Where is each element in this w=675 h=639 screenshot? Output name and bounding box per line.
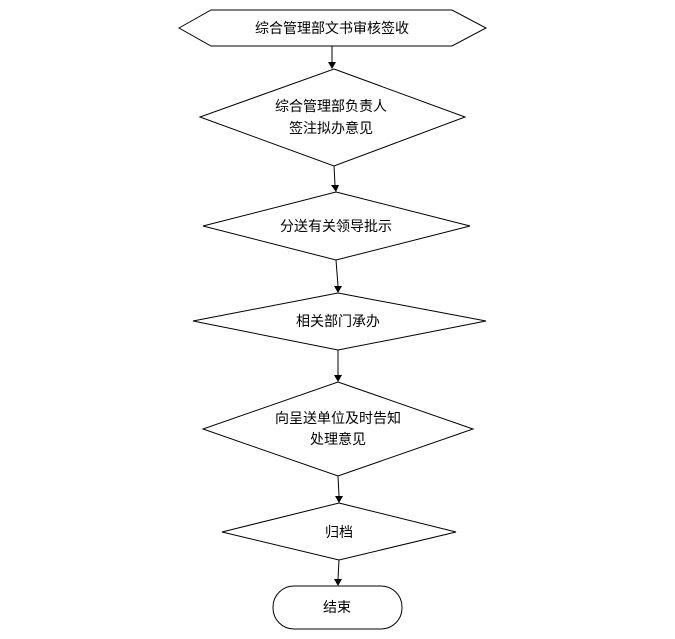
edge-review-forward bbox=[331, 165, 339, 192]
node-archive-label: 归档 bbox=[325, 524, 353, 541]
node-forward-label: 分送有关领导批示 bbox=[280, 219, 392, 235]
node-handle-label: 相关部门承办 bbox=[296, 314, 380, 330]
node-receive: 综合管理部文书审核签收 bbox=[177, 9, 488, 47]
node-receive-shape bbox=[177, 9, 488, 47]
edge-handle-reply-arrowhead bbox=[334, 375, 342, 382]
node-handle: 相关部门承办 bbox=[192, 292, 487, 351]
node-reply-label-line1: 向呈送单位及时告知 bbox=[275, 410, 401, 427]
node-reply: 向呈送单位及时告知 处理意见 bbox=[201, 381, 475, 477]
node-reply-shape bbox=[201, 381, 475, 477]
node-archive: 归档 bbox=[221, 502, 457, 561]
node-end: 结束 bbox=[272, 585, 403, 630]
node-reply-label-line2: 处理意见 bbox=[310, 431, 366, 448]
node-review-label-line2: 签注拟办意见 bbox=[289, 120, 373, 137]
node-end-shape bbox=[272, 585, 403, 630]
node-review-shape bbox=[198, 68, 467, 167]
edge-review-forward-arrowhead bbox=[331, 185, 339, 192]
edge-archive-end bbox=[334, 559, 342, 586]
node-forward: 分送有关领导批示 bbox=[202, 191, 471, 261]
edge-reply-archive-line bbox=[337, 475, 340, 497]
node-review-label-line1: 综合管理部负责人 bbox=[275, 99, 387, 115]
edge-archive-end-arrowhead bbox=[334, 579, 342, 586]
edge-reply-archive-arrowhead bbox=[335, 496, 343, 503]
edge-review-forward-line bbox=[333, 165, 336, 186]
node-receive-label: 综合管理部文书审核签收 bbox=[255, 20, 409, 37]
edge-forward-handle-line bbox=[335, 259, 339, 287]
node-review: 综合管理部负责人 签注拟办意见 bbox=[198, 68, 467, 167]
edge-forward-handle bbox=[334, 259, 342, 293]
edge-forward-handle-arrowhead bbox=[334, 286, 342, 293]
edge-receive-review bbox=[328, 46, 336, 69]
edge-archive-end-line bbox=[337, 559, 340, 580]
edge-handle-reply bbox=[334, 350, 342, 382]
edge-reply-archive bbox=[335, 475, 343, 503]
edge-receive-review-arrowhead bbox=[328, 62, 336, 69]
node-end-label: 结束 bbox=[323, 600, 351, 616]
